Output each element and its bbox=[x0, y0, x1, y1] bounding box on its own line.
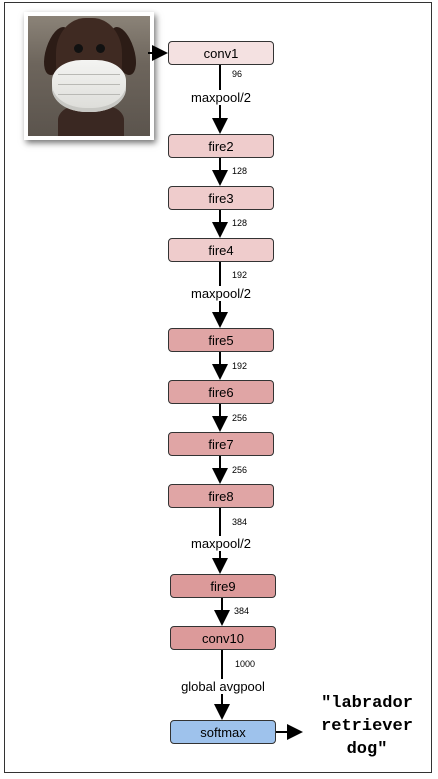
dog-eye-left bbox=[74, 44, 83, 53]
layer-label: fire6 bbox=[208, 384, 234, 400]
layer-label: fire2 bbox=[208, 138, 234, 154]
mask-pleat bbox=[58, 94, 120, 95]
channel-count: 256 bbox=[232, 465, 248, 475]
layer-label: fire9 bbox=[210, 578, 236, 594]
mask-pleat bbox=[58, 74, 120, 75]
channel-count: 96 bbox=[232, 69, 243, 79]
layer-box-fire3: fire3 bbox=[168, 186, 274, 210]
channel-count: 256 bbox=[232, 413, 248, 423]
layer-label: fire4 bbox=[208, 242, 234, 258]
layer-box-fire6: fire6 bbox=[168, 380, 274, 404]
prediction-line: "labrador bbox=[321, 694, 413, 713]
channel-count: 384 bbox=[234, 606, 250, 616]
prediction-line: dog" bbox=[346, 740, 388, 759]
layer-box-conv10: conv10 bbox=[170, 626, 276, 650]
layer-label: conv10 bbox=[202, 630, 244, 646]
channel-count: 384 bbox=[232, 517, 248, 527]
mask-pleat bbox=[58, 84, 120, 85]
layer-label: fire5 bbox=[208, 332, 234, 348]
layer-label: conv1 bbox=[203, 45, 239, 61]
arrow-group bbox=[148, 45, 303, 740]
layer-box-fire7: fire7 bbox=[168, 432, 274, 456]
layer-box-softmax: softmax bbox=[170, 720, 276, 744]
channel-count: 192 bbox=[232, 270, 248, 280]
layer-box-fire8: fire8 bbox=[168, 484, 274, 508]
op-label-maxpool: maxpool/2 bbox=[166, 536, 276, 551]
channel-count: 128 bbox=[232, 166, 248, 176]
layer-box-fire9: fire9 bbox=[170, 574, 276, 598]
face-mask bbox=[52, 60, 126, 112]
op-label-maxpool: maxpool/2 bbox=[166, 90, 276, 105]
channel-count: 192 bbox=[232, 361, 248, 371]
layer-label: fire8 bbox=[208, 488, 234, 504]
prediction-line: retriever bbox=[321, 717, 413, 736]
layer-label: fire3 bbox=[208, 190, 234, 206]
layer-label: fire7 bbox=[208, 436, 234, 452]
layer-box-fire4: fire4 bbox=[168, 238, 274, 262]
dog-eye-right bbox=[96, 44, 105, 53]
op-label-global-avgpool: global avgpool bbox=[168, 679, 278, 694]
prediction-output: "labrador retriever dog" bbox=[302, 692, 432, 761]
op-label-maxpool: maxpool/2 bbox=[166, 286, 276, 301]
channel-count: 128 bbox=[232, 218, 248, 228]
layer-label: softmax bbox=[200, 724, 246, 740]
channel-count: 1000 bbox=[235, 659, 256, 669]
layer-box-fire2: fire2 bbox=[168, 134, 274, 158]
input-dog-photo bbox=[24, 12, 154, 140]
layer-box-conv1: conv1 bbox=[168, 41, 274, 65]
layer-box-fire5: fire5 bbox=[168, 328, 274, 352]
